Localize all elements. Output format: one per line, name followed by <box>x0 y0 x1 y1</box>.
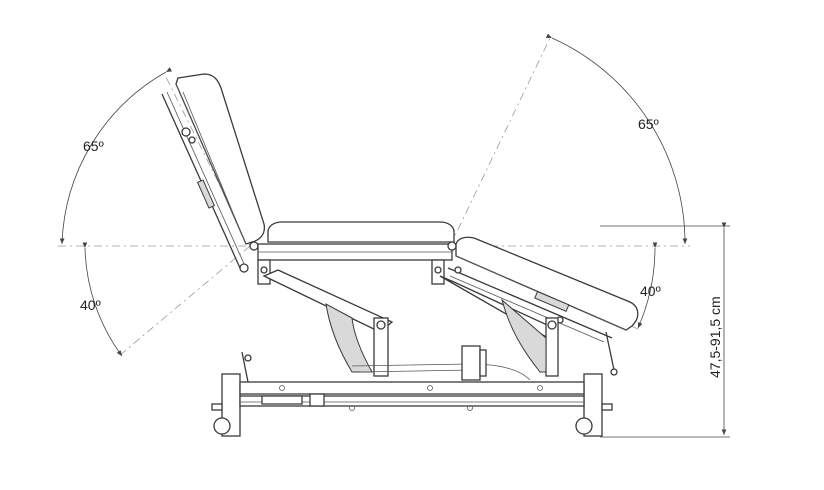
base-frame <box>211 351 613 437</box>
leg-up-angle-arc <box>545 33 688 245</box>
seat-cushion <box>257 221 455 261</box>
height-range-label: 47,5-91,5 cm <box>707 296 723 378</box>
back-down-angle-arc <box>82 242 123 357</box>
leg-down-angle-arc <box>637 242 658 329</box>
back-up-angle-arc <box>59 67 173 245</box>
lift-mechanism <box>262 269 560 381</box>
back-down-angle-label: 40º <box>80 297 101 313</box>
leg-rest <box>447 236 639 376</box>
leg-up-angle-label: 65º <box>638 116 659 132</box>
back-rest-down-reference-line <box>119 245 251 356</box>
leg-rest-reference-line <box>449 37 551 247</box>
back-rest <box>161 73 266 273</box>
leg-down-angle-label: 40º <box>640 283 661 299</box>
back-up-angle-label: 65º <box>83 138 104 154</box>
